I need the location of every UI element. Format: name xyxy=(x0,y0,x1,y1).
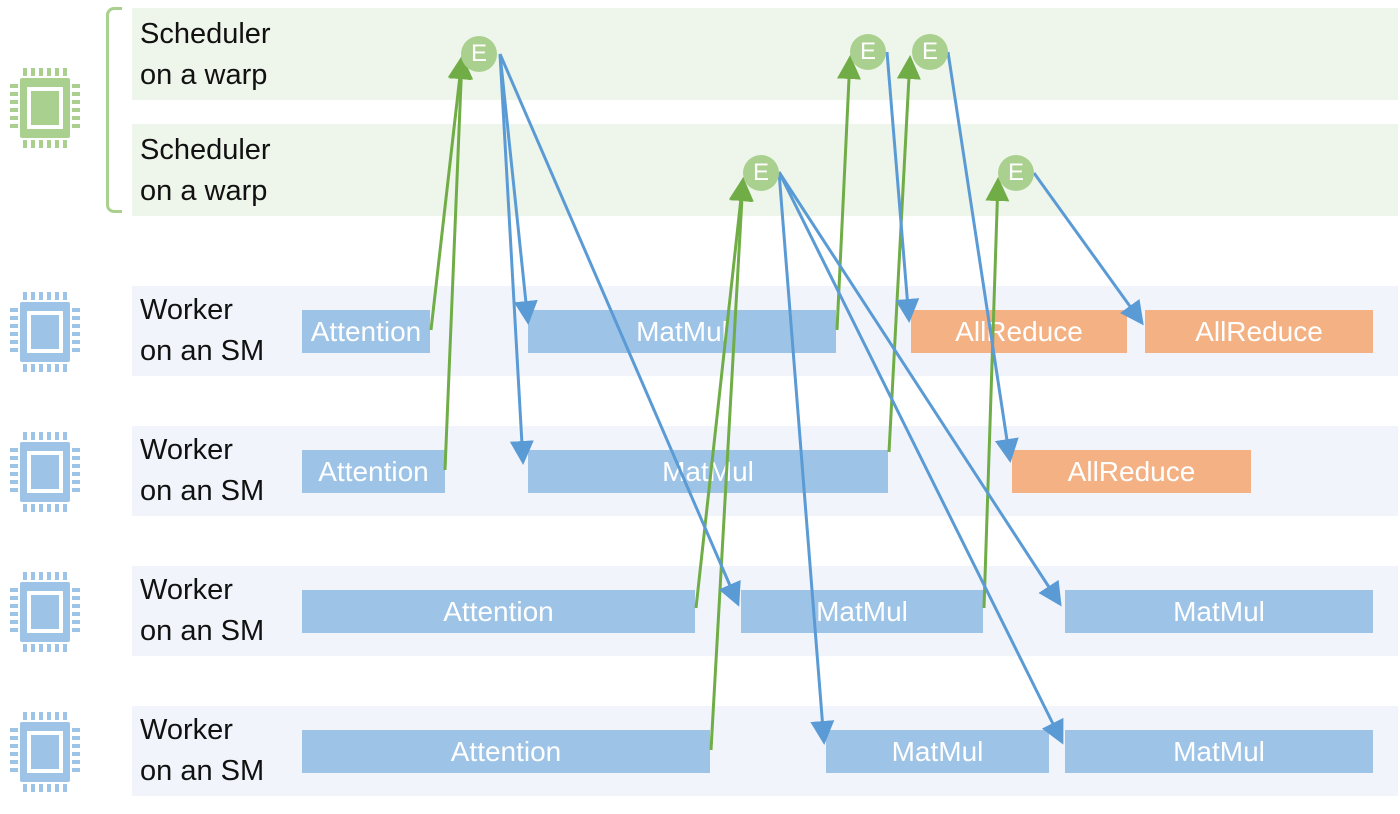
event-node: E xyxy=(998,155,1034,191)
task-matmul: MatMul xyxy=(1065,590,1373,633)
task-allreduce: AllReduce xyxy=(911,310,1127,353)
signal-arrow xyxy=(835,55,861,331)
task-allreduce: AllReduce xyxy=(1145,310,1373,353)
processor-chip-icon xyxy=(10,432,80,512)
task-matmul: MatMul xyxy=(1065,730,1373,773)
task-allreduce: AllReduce xyxy=(1012,450,1251,493)
worker-label-4: Worker on an SM xyxy=(140,714,265,787)
worker-label-1: Worker on an SM xyxy=(140,294,265,367)
dispatch-arrow xyxy=(498,53,538,325)
event-node: E xyxy=(912,34,948,70)
signal-arrow xyxy=(982,177,1010,609)
dispatch-arrow xyxy=(885,51,920,323)
task-attention: Attention xyxy=(302,730,710,773)
scheduler-group-bracket xyxy=(106,7,122,213)
dispatch-arrow xyxy=(777,171,1062,607)
task-attention: Attention xyxy=(302,590,695,633)
event-node: E xyxy=(461,36,497,72)
processor-chip-icon xyxy=(10,572,80,652)
dispatch-arrow xyxy=(946,51,1019,463)
processor-chip-icon xyxy=(10,68,80,148)
signal-arrow xyxy=(709,177,754,751)
signal-arrow xyxy=(887,55,921,453)
task-matmul: MatMul xyxy=(741,590,983,633)
scheduler-label-1: Scheduler on a warp xyxy=(140,18,271,91)
event-node: E xyxy=(850,34,886,70)
task-matmul: MatMul xyxy=(826,730,1049,773)
scheduler-label-2: Scheduler on a warp xyxy=(140,134,271,207)
dispatch-arrow xyxy=(498,53,534,465)
task-attention: Attention xyxy=(302,310,430,353)
worker-label-3: Worker on an SM xyxy=(140,574,265,647)
dispatch-arrow xyxy=(1032,172,1144,326)
processor-chip-icon xyxy=(10,712,80,792)
event-node: E xyxy=(743,155,779,191)
signal-arrow xyxy=(429,55,472,331)
task-matmul: MatMul xyxy=(528,310,836,353)
dispatch-arrow xyxy=(498,53,741,607)
processor-chip-icon xyxy=(10,292,80,372)
dispatch-arrow xyxy=(777,171,1064,745)
signal-arrow xyxy=(443,55,474,471)
dispatch-arrow xyxy=(777,171,835,745)
signal-arrow xyxy=(694,177,753,609)
worker-label-2: Worker on an SM xyxy=(140,434,265,507)
task-attention: Attention xyxy=(302,450,445,493)
scheduler-lane-1 xyxy=(132,8,1398,100)
